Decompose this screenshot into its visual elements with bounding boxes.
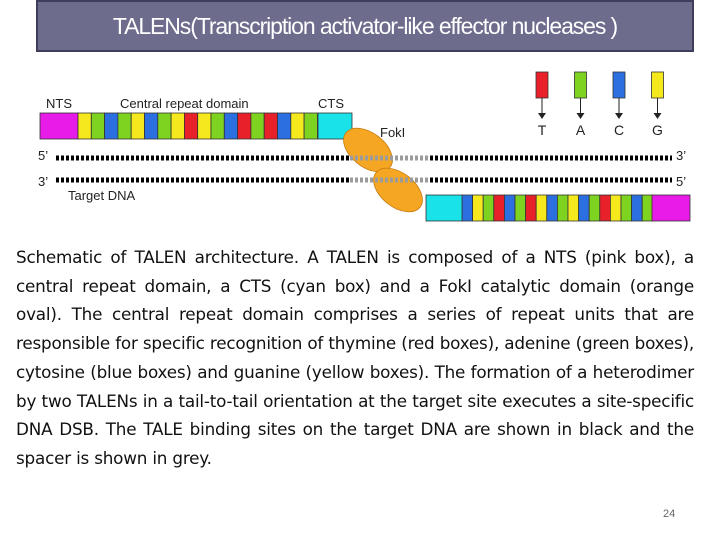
top-nts-box <box>39 112 79 140</box>
top-repeat-unit <box>157 112 172 140</box>
bottom-nts-box <box>651 194 691 222</box>
bottom-repeat-unit <box>557 194 569 222</box>
legend-base-label: T <box>538 122 547 138</box>
bottom-repeat-unit <box>610 194 622 222</box>
strand-3-right: 3’ <box>676 148 686 163</box>
legend-arrowhead <box>615 113 623 119</box>
top-repeat-unit <box>130 112 145 140</box>
top-repeat-unit <box>90 112 106 140</box>
bottom-repeat-unit <box>514 194 527 222</box>
bottom-repeat-unit <box>493 194 505 222</box>
top-repeat-domain <box>77 112 318 140</box>
foki-label: FokI <box>380 125 405 140</box>
top-repeat-unit <box>263 112 278 140</box>
legend-swatch <box>535 71 549 99</box>
legend-arrowhead <box>538 113 546 119</box>
bottom-repeat-unit <box>472 194 484 222</box>
top-repeat-unit <box>77 112 92 140</box>
legend-arrowhead <box>576 113 585 119</box>
legend-base-label: C <box>614 122 624 138</box>
strand-5-right: 5’ <box>676 174 686 189</box>
top-repeat-unit <box>303 112 318 140</box>
nts-label: NTS <box>46 96 72 111</box>
legend-swatch <box>574 71 587 99</box>
bottom-repeat-unit <box>535 194 548 222</box>
top-repeat-unit <box>250 112 265 140</box>
bottom-repeat-unit <box>567 194 580 222</box>
bottom-repeat-unit <box>578 194 590 222</box>
top-repeat-unit <box>290 112 305 140</box>
bottom-repeat-unit <box>461 194 474 222</box>
talen-diagram: NTS Central repeat domain CTS FokI 5’ 3’… <box>38 71 691 222</box>
strand-5-left: 5’ <box>38 148 48 163</box>
bottom-cts-box <box>425 194 463 222</box>
target-dna-strands <box>56 155 672 183</box>
legend-base-label: A <box>576 122 586 138</box>
top-repeat-unit <box>117 112 132 140</box>
top-repeat-unit <box>197 112 212 140</box>
cts-label: CTS <box>318 96 344 111</box>
bottom-repeat-domain <box>461 194 654 222</box>
top-repeat-unit <box>183 112 199 140</box>
top-repeat-unit <box>104 112 119 140</box>
top-repeat-unit <box>237 112 252 140</box>
legend-base-label: G <box>652 122 663 138</box>
bottom-repeat-unit <box>503 194 516 222</box>
bottom-repeat-unit <box>546 194 558 222</box>
legend-swatch <box>651 71 664 99</box>
bottom-repeat-unit <box>641 194 654 222</box>
bottom-repeat-unit <box>620 194 633 222</box>
top-cts-box <box>317 112 353 140</box>
legend-arrowhead <box>653 113 662 119</box>
top-repeat-unit <box>170 112 185 140</box>
bottom-repeat-unit <box>599 194 611 222</box>
bottom-repeat-unit <box>482 194 495 222</box>
target-dna-label: Target DNA <box>68 188 136 203</box>
central-repeat-label: Central repeat domain <box>120 96 249 111</box>
top-repeat-unit <box>144 112 159 140</box>
bottom-repeat-unit <box>588 194 601 222</box>
title-banner: TALENs(Transcription activator-like effe… <box>36 0 694 52</box>
legend-swatch <box>612 71 626 99</box>
strand-3-left: 3’ <box>38 174 48 189</box>
top-repeat-unit <box>223 112 239 140</box>
figure-caption: Schematic of TALEN architecture. A TALEN… <box>16 247 694 468</box>
top-repeat-unit <box>210 112 225 140</box>
top-repeat-unit <box>277 112 292 140</box>
page-number: 24 <box>663 508 676 520</box>
bottom-repeat-unit <box>631 194 643 222</box>
top-foki-oval <box>343 127 393 173</box>
page-title: TALENs(Transcription activator-like effe… <box>112 12 618 39</box>
bottom-repeat-unit <box>525 194 537 222</box>
